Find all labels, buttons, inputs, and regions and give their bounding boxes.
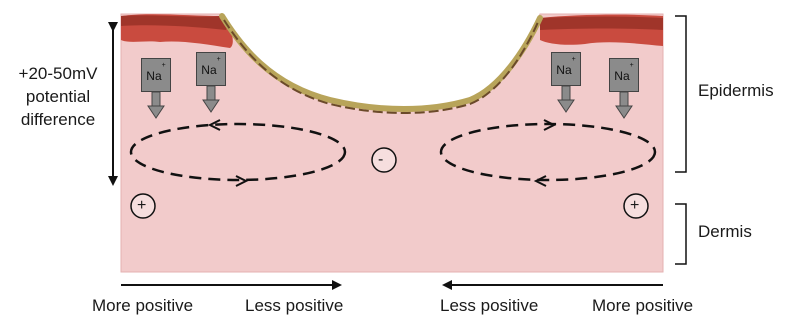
- bottom-left-less-positive: Less positive: [245, 295, 343, 317]
- skin-surface-right-dark: [540, 17, 663, 31]
- negative-charge-circle: [372, 148, 396, 172]
- sodium-ion-box-3: Na+: [551, 52, 581, 86]
- sodium-ion-label: Na: [556, 63, 571, 77]
- bottom-left-more-positive: More positive: [92, 295, 193, 317]
- sodium-ion-charge: +: [630, 62, 634, 69]
- bottom-right-less-positive: Less positive: [440, 295, 538, 317]
- potential-difference-line-2: potential: [6, 85, 110, 108]
- sodium-ion-box-2: Na+: [196, 52, 226, 86]
- sodium-ion-label: Na: [201, 63, 216, 77]
- potential-difference-line-1: +20-50mV: [6, 62, 110, 85]
- positive-charge-symbol-right: +: [630, 195, 639, 217]
- sodium-ion-label: Na: [146, 69, 161, 83]
- epidermis-label: Epidermis: [698, 80, 774, 102]
- positive-charge-symbol-left: +: [137, 195, 146, 217]
- sodium-ion-label: Na: [614, 69, 629, 83]
- sodium-ion-charge: +: [162, 62, 166, 69]
- sodium-ion-box-1: Na+: [141, 58, 171, 92]
- sodium-ion-charge: +: [217, 56, 221, 63]
- potential-difference-label: +20-50mV potential difference: [6, 62, 110, 131]
- sodium-ion-box-4: Na+: [609, 58, 639, 92]
- epidermis-bracket: [675, 16, 686, 172]
- potential-difference-line-3: difference: [6, 108, 110, 131]
- dermis-label: Dermis: [698, 221, 752, 243]
- bottom-right-more-positive: More positive: [592, 295, 693, 317]
- negative-charge-symbol: -: [378, 149, 383, 171]
- dermis-bracket: [675, 204, 686, 264]
- sodium-ion-charge: +: [572, 56, 576, 63]
